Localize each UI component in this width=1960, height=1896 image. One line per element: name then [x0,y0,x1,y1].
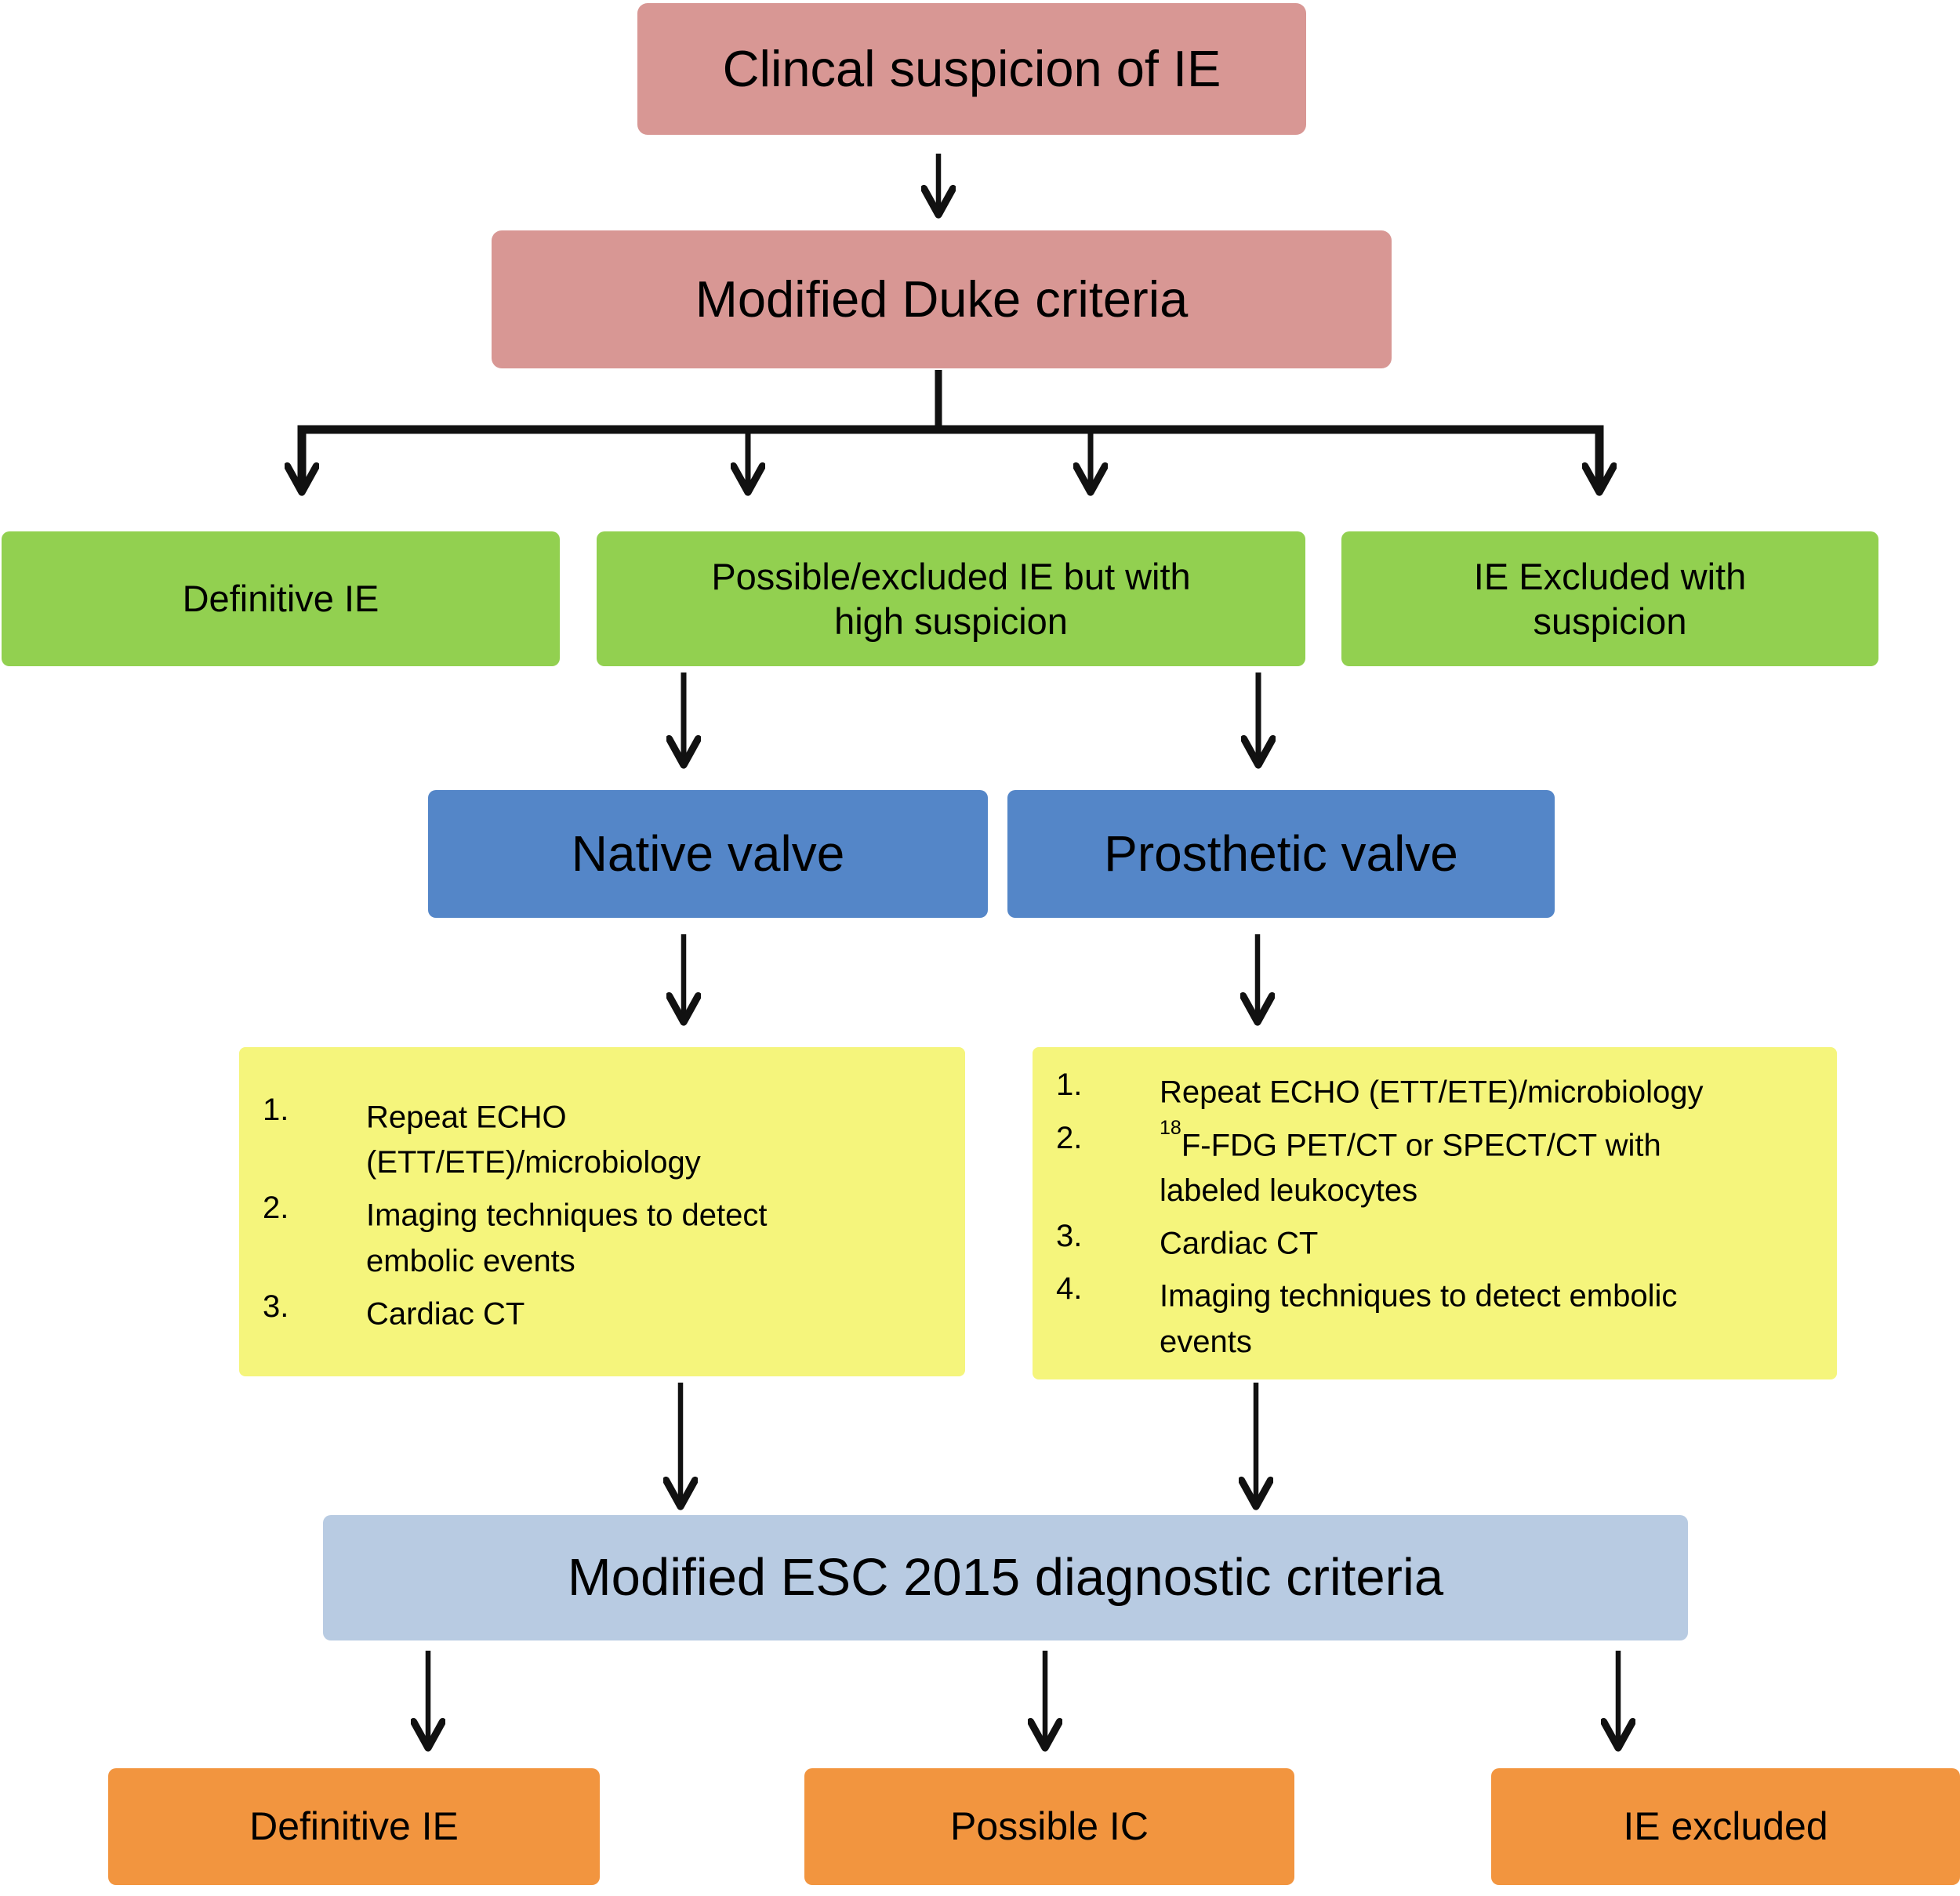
node-modified-duke-criteria-label: Modified Duke criteria [695,270,1189,328]
node-modified-duke-criteria: Modified Duke criteria [492,230,1392,368]
list-item-body: Imaging techniques to detect embolic eve… [1160,1266,1824,1364]
node-possible-excluded-ie: Possible/excluded IE but with high suspi… [597,531,1305,666]
list-item-body: Imaging techniques to detect embolic eve… [366,1185,953,1283]
list-item-text: Repeat ECHO (ETT/ETE)/microbiology [1160,1075,1704,1110]
list-item-text: Cardiac CT [1160,1226,1319,1261]
list-item: 2. Imaging techniques to detect embolic … [263,1185,953,1283]
node-esc-2015-criteria-label: Modified ESC 2015 diagnostic criteria [567,1548,1444,1608]
list-item-number: 1. [1056,1068,1083,1103]
node-esc-2015-criteria: Modified ESC 2015 diagnostic criteria [323,1515,1688,1640]
list-item-body: Repeat ECHO (ETT/ETE)/microbiology [366,1087,953,1185]
list-item-body: Repeat ECHO (ETT/ETE)/microbiology [1160,1062,1824,1115]
list-item-body: 18F-FDG PET/CT or SPECT/CT with labeled … [1160,1115,1824,1213]
prosthetic-valve-workup-list: 1. Repeat ECHO (ETT/ETE)/microbiology 2.… [1033,1062,1837,1364]
node-possible-excluded-ie-label: Possible/excluded IE but with high suspi… [711,555,1191,642]
list-item-body: Cardiac CT [366,1284,953,1336]
list-item-number: 4. [1056,1271,1083,1307]
node-native-valve-workup: 1. Repeat ECHO (ETT/ETE)/microbiology 2.… [239,1047,965,1376]
list-item-superscript: 18 [1160,1116,1181,1139]
node-possible-ic-label: Possible IC [950,1804,1149,1848]
node-possible-ic: Possible IC [804,1768,1294,1885]
node-native-valve: Native valve [428,790,988,918]
list-item-number: 2. [1056,1120,1083,1155]
list-item: 3. Cardiac CT [263,1284,953,1336]
node-definitive-ie-top: Definitive IE [2,531,560,666]
node-prosthetic-valve-workup: 1. Repeat ECHO (ETT/ETE)/microbiology 2.… [1033,1047,1837,1379]
list-item: 2. 18F-FDG PET/CT or SPECT/CT with label… [1056,1115,1824,1213]
native-valve-workup-list: 1. Repeat ECHO (ETT/ETE)/microbiology 2.… [239,1087,965,1336]
list-item: 1. Repeat ECHO (ETT/ETE)/microbiology [1056,1062,1824,1115]
list-item: 1. Repeat ECHO (ETT/ETE)/microbiology [263,1087,953,1185]
list-item-text: Cardiac CT [366,1296,525,1331]
list-item-number: 3. [263,1289,289,1324]
list-item-number: 3. [1056,1219,1083,1253]
list-item-text: F-FDG PET/CT or SPECT/CT with labeled le… [1160,1128,1661,1208]
list-item-text: Imaging techniques to detect embolic eve… [366,1198,768,1278]
node-definitive-ie-top-label: Definitive IE [182,578,379,620]
node-definitive-ie-bottom: Definitive IE [108,1768,600,1885]
list-item-number: 2. [263,1191,289,1226]
list-item-text: Imaging techniques to detect embolic eve… [1160,1278,1678,1359]
node-native-valve-label: Native valve [571,825,845,883]
node-definitive-ie-bottom-label: Definitive IE [249,1804,459,1848]
node-prosthetic-valve-label: Prosthetic valve [1104,825,1458,883]
node-ie-excluded-with-suspicion: IE Excluded with suspicion [1341,531,1878,666]
node-ie-excluded-bottom: IE excluded [1491,1768,1960,1885]
node-clinical-suspicion-label: Clincal suspicion of IE [722,40,1221,98]
list-item-text: Repeat ECHO (ETT/ETE)/microbiology [366,1100,701,1180]
list-item-number: 1. [263,1093,289,1127]
node-clinical-suspicion: Clincal suspicion of IE [637,3,1306,135]
node-ie-excluded-with-suspicion-label: IE Excluded with suspicion [1473,555,1747,642]
node-ie-excluded-bottom-label: IE excluded [1623,1804,1828,1848]
list-item: 4. Imaging techniques to detect embolic … [1056,1266,1824,1364]
list-item: 3. Cardiac CT [1056,1213,1824,1266]
node-prosthetic-valve: Prosthetic valve [1007,790,1555,918]
list-item-body: Cardiac CT [1160,1213,1824,1266]
